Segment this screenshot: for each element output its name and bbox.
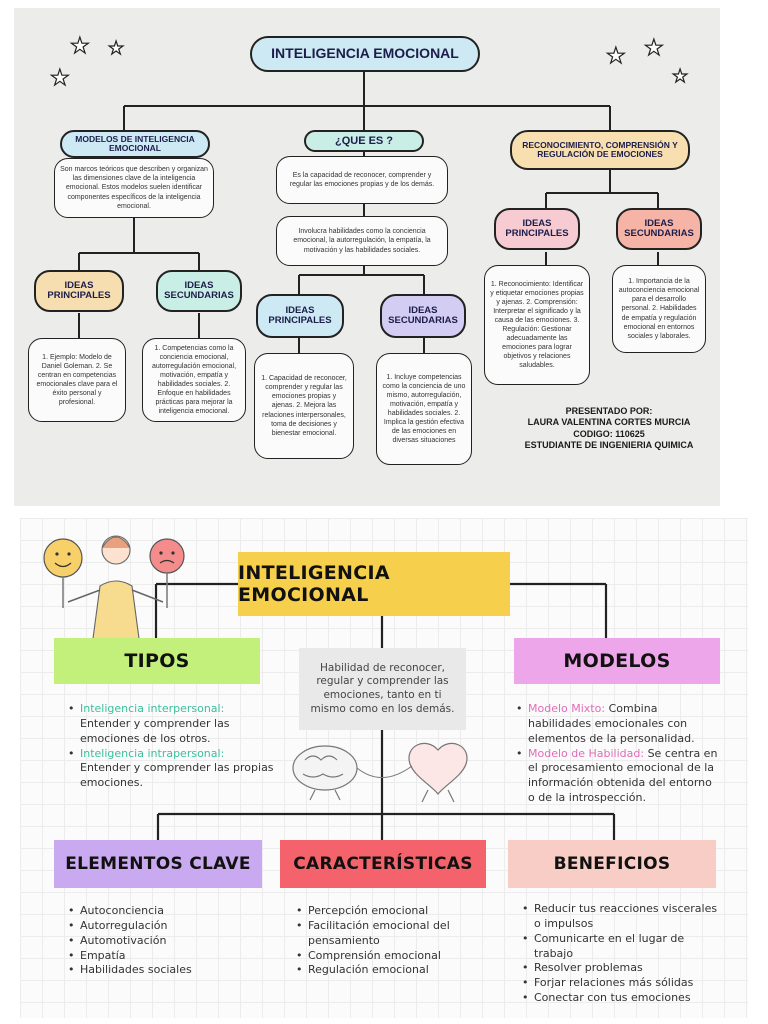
list-item: Conectar con tus emociones <box>522 991 722 1006</box>
quees-principales-text: 1. Capacidad de reconocer, comprender y … <box>254 353 354 459</box>
beneficios-list: Reducir tus reacciones viscerales o impu… <box>522 902 722 1006</box>
term-label: Inteligencia interpersonal: <box>80 702 225 715</box>
reconocimiento-header: RECONOCIMIENTO, COMPRENSIÓN Y REGULACIÓN… <box>510 130 690 170</box>
term-text: Entender y comprender las emociones de l… <box>80 716 230 745</box>
connector-lines <box>43 535 616 840</box>
caracteristicas-header: CARACTERÍSTICAS <box>280 840 486 888</box>
map2-title: INTELIGENCIA EMOCIONAL <box>238 552 510 616</box>
tipos-header: TIPOS <box>54 638 260 684</box>
modelos-ideas-secundarias: IDEAS SECUNDARIAS <box>156 270 242 312</box>
star-icon: ★ <box>107 37 125 59</box>
star-icon: ★ <box>605 43 626 69</box>
author-program: ESTUDIANTE DE INGENIERIA QUIMICA <box>524 439 694 450</box>
heart-icon <box>408 742 468 803</box>
quees-secundarias-text: 1. Incluye competencias como la concienc… <box>376 353 472 465</box>
list-item: Regulación emocional <box>296 963 482 978</box>
star-icon: ★ <box>643 35 664 61</box>
list-item: Inteligencia intrapersonal: Entender y c… <box>68 747 278 792</box>
list-item: Habilidades sociales <box>68 963 258 978</box>
modelos-header: MODELOS DE INTELIGENCIA EMOCIONAL <box>60 130 210 158</box>
quees-description-2: Involucra habilidades como la conciencia… <box>276 216 448 266</box>
list-item: Modelo Mixto: Combina habilidades emocio… <box>516 702 722 747</box>
term-label: Inteligencia intrapersonal: <box>80 746 225 760</box>
concept-map-top: ★ ★ ★ ★ ★ ★ INTELIGENCIA EMOCIONAL MODEL… <box>14 8 720 506</box>
list-item: Autorregulación <box>68 919 258 934</box>
list-item: Comunicarte en el lugar de trabajo <box>522 932 722 962</box>
quees-ideas-principales: IDEAS PRINCIPALES <box>256 294 344 338</box>
star-icon: ★ <box>671 65 689 87</box>
modelos-ideas-principales: IDEAS PRINCIPALES <box>34 270 124 312</box>
reconocimiento-ideas-principales: IDEAS PRINCIPALES <box>494 208 580 250</box>
modelos-secundarias-text: 1. Competencias como la conciencia emoci… <box>142 338 246 422</box>
brain-icon <box>292 745 358 801</box>
list-item: Modelo de Habilidad: Se centra en el pro… <box>516 747 722 806</box>
quees-description: Es la capacidad de reconocer, comprender… <box>276 156 448 204</box>
elementos-list: Autoconciencia Autorregulación Automotiv… <box>68 904 258 978</box>
quees-header: ¿QUE ES ? <box>304 130 424 152</box>
list-item: Automotivación <box>68 934 258 949</box>
list-item: Empatía <box>68 949 258 964</box>
list-item: Reducir tus reacciones viscerales o impu… <box>522 902 722 932</box>
presented-label: PRESENTADO POR: <box>565 406 653 416</box>
girl-illustration-icon <box>43 535 185 647</box>
modelos-header: MODELOS <box>514 638 720 684</box>
list-item: Resolver problemas <box>522 961 722 976</box>
modelos-list: Modelo Mixto: Combina habilidades emocio… <box>516 702 722 806</box>
term-label: Modelo de Habilidad: <box>528 746 645 760</box>
map-title: INTELIGENCIA EMOCIONAL <box>250 36 480 72</box>
beneficios-header: BENEFICIOS <box>508 840 716 888</box>
author-code: CODIGO: 110625 <box>573 428 645 439</box>
star-icon: ★ <box>69 33 90 59</box>
presented-by: PRESENTADO POR: LAURA VALENTINA CORTES M… <box>494 406 720 451</box>
reconocimiento-principales-text: 1. Reconocimiento: Identificar y etiquet… <box>484 265 590 385</box>
list-item: Autoconciencia <box>68 904 258 919</box>
term-text: Entender y comprender las propias emocio… <box>80 761 274 790</box>
connector-lines <box>78 70 659 353</box>
concept-map-bottom: INTELIGENCIA EMOCIONAL TIPOS MODELOS Hab… <box>20 518 748 1018</box>
term-text: Combina habilidades emocionales con elem… <box>528 702 695 745</box>
elementos-header: ELEMENTOS CLAVE <box>54 840 262 888</box>
caracteristicas-list: Percepción emocional Facilitación emocio… <box>296 904 482 978</box>
list-item: Forjar relaciones más sólidas <box>522 976 722 991</box>
list-item: Comprensión emocional <box>296 949 482 964</box>
reconocimiento-secundarias-text: 1. Importancia de la autoconciencia emoc… <box>612 265 706 353</box>
tipos-list: Inteligencia interpersonal: Entender y c… <box>68 702 278 791</box>
list-item: Facilitación emocional del pensamiento <box>296 919 482 949</box>
definition-box: Habilidad de reconocer, regular y compre… <box>299 648 466 730</box>
star-icon: ★ <box>49 65 70 91</box>
modelos-description: Son marcos teóricos que describen y orga… <box>54 158 214 218</box>
term-text: Se centra en el procesamiento emocional … <box>528 746 718 805</box>
list-item: Inteligencia interpersonal: Entender y c… <box>68 702 278 747</box>
modelos-principales-text: 1. Ejemplo: Modelo de Daniel Goleman. 2.… <box>28 338 126 422</box>
term-label: Modelo Mixto: <box>528 702 606 715</box>
author-name: LAURA VALENTINA CORTES MURCIA <box>527 417 691 428</box>
list-item: Percepción emocional <box>296 904 482 919</box>
quees-ideas-secundarias: IDEAS SECUNDARIAS <box>380 294 466 338</box>
reconocimiento-ideas-secundarias: IDEAS SECUNDARIAS <box>616 208 702 250</box>
